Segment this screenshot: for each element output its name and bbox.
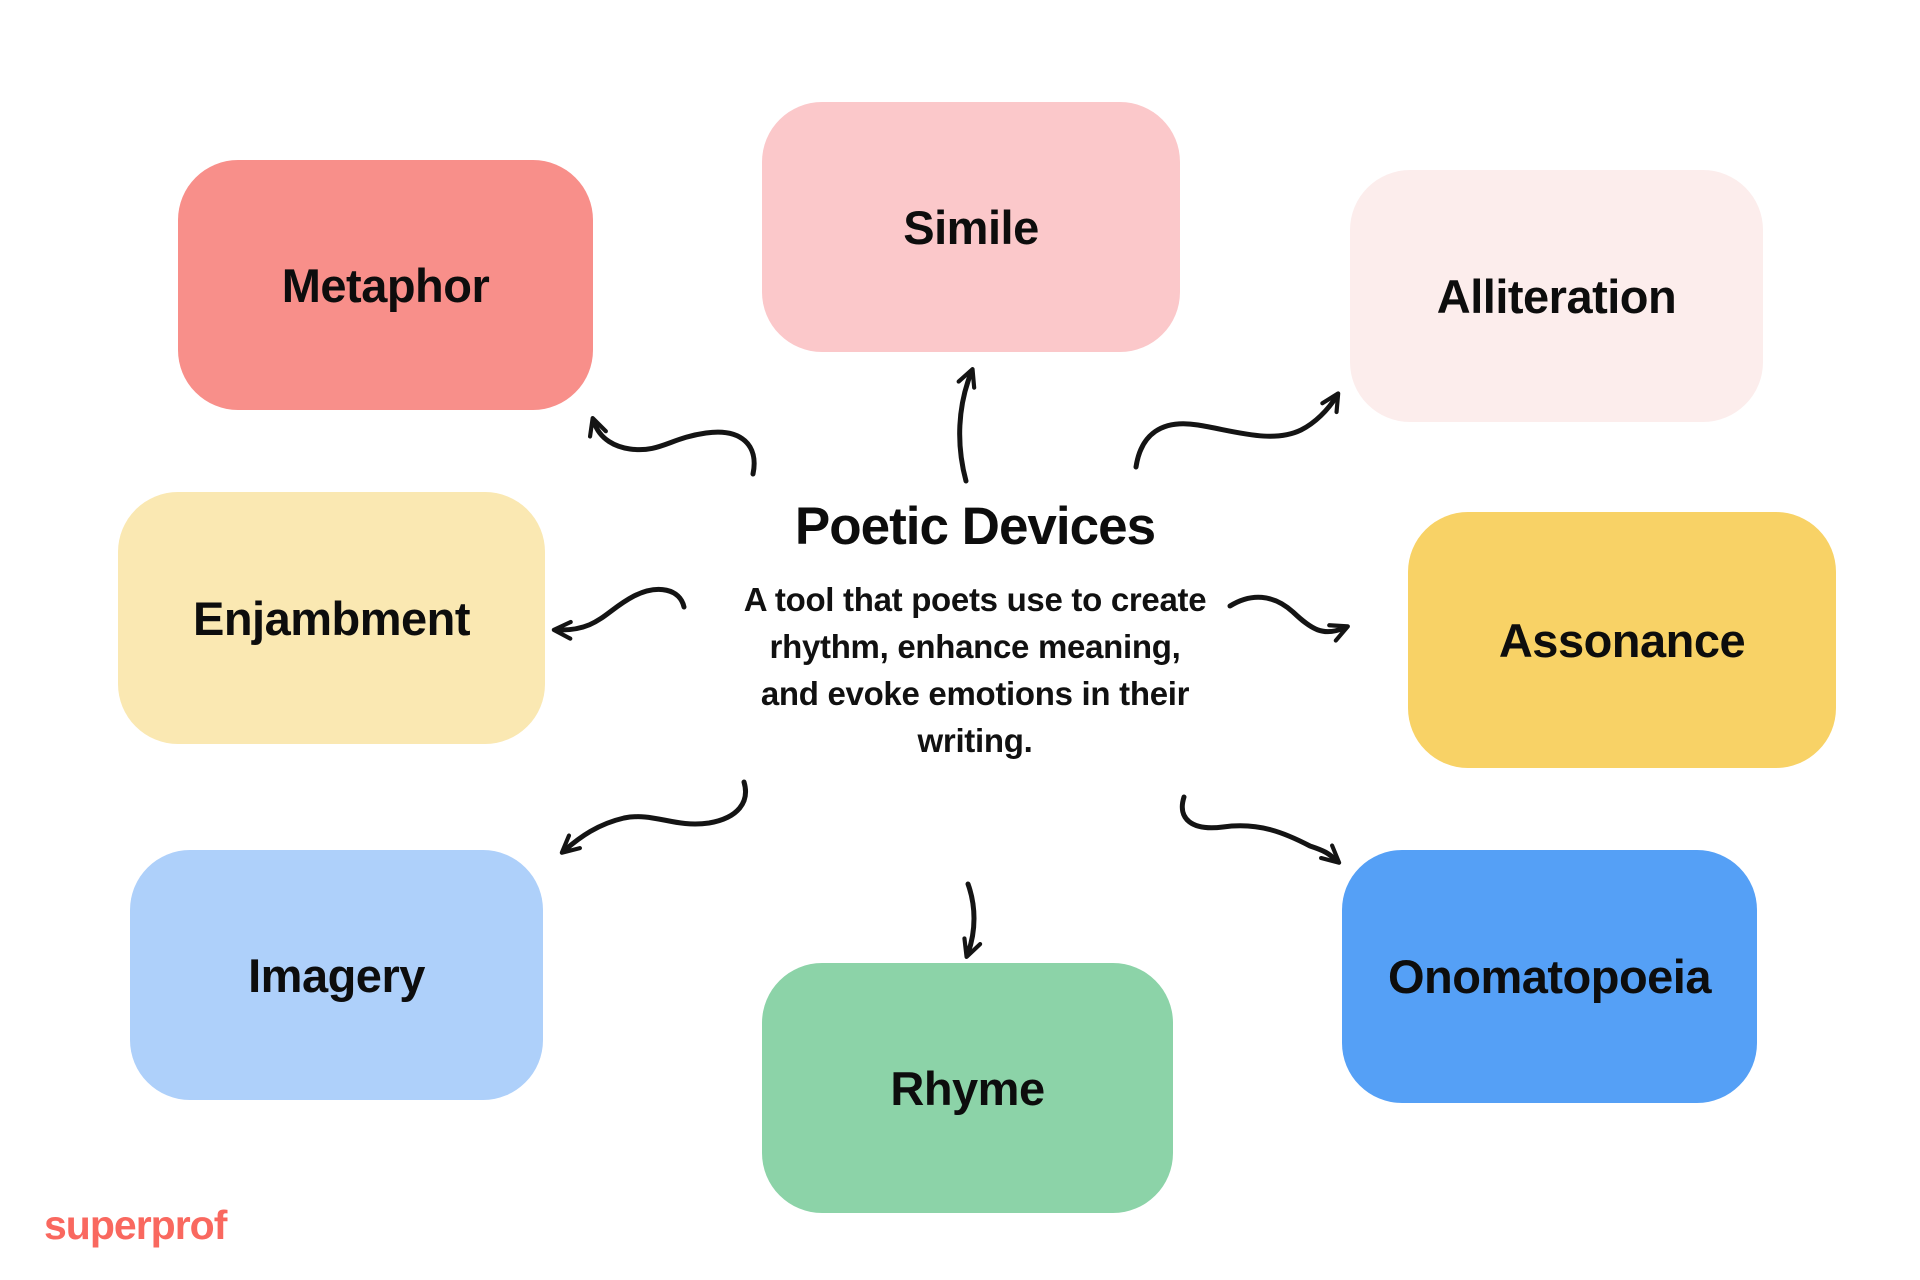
arrow-to-imagery [559, 779, 748, 855]
node-enjambment-label: Enjambment [192, 591, 471, 645]
node-rhyme-label: Rhyme [890, 1061, 1045, 1115]
node-simile: Simile [762, 102, 1180, 352]
node-metaphor: Metaphor [178, 160, 593, 410]
arrow-to-metaphor [587, 415, 757, 477]
center-node: Poetic Devices A tool that poets use to … [580, 498, 1370, 764]
description-line-2: rhythm, enhance meaning, [769, 628, 1181, 665]
node-onomatopoeia: Onomatopoeia [1342, 850, 1757, 1103]
node-imagery-label: Imagery [248, 948, 425, 1002]
description-line-1: A tool that poets use to create [743, 581, 1207, 618]
node-alliteration: Alliteration [1350, 170, 1763, 422]
node-assonance-label: Assonance [1498, 613, 1746, 667]
arrow-to-assonance [1227, 594, 1350, 643]
node-metaphor-label: Metaphor [281, 258, 490, 312]
description-line-4: writing. [917, 722, 1033, 759]
superprof-logo: superprof [44, 1202, 227, 1248]
node-assonance: Assonance [1408, 512, 1836, 768]
arrow-to-simile [956, 367, 977, 484]
node-simile-label: Simile [903, 200, 1039, 254]
node-alliteration-label: Alliteration [1436, 269, 1677, 323]
arrow-to-enjambment [551, 587, 687, 641]
arrow-to-onomatopoeia [1179, 794, 1342, 865]
description-line-3: and evoke emotions in their [760, 675, 1190, 712]
diagram-description: A tool that poets use to create rhythm, … [580, 576, 1370, 764]
arrow-to-alliteration [1133, 391, 1341, 470]
node-onomatopoeia-label: Onomatopoeia [1387, 950, 1712, 1003]
diagram-title: Poetic Devices [794, 497, 1156, 556]
node-imagery: Imagery [130, 850, 543, 1100]
node-enjambment: Enjambment [118, 492, 545, 744]
arrow-to-rhyme [962, 881, 983, 959]
node-rhyme: Rhyme [762, 963, 1173, 1213]
